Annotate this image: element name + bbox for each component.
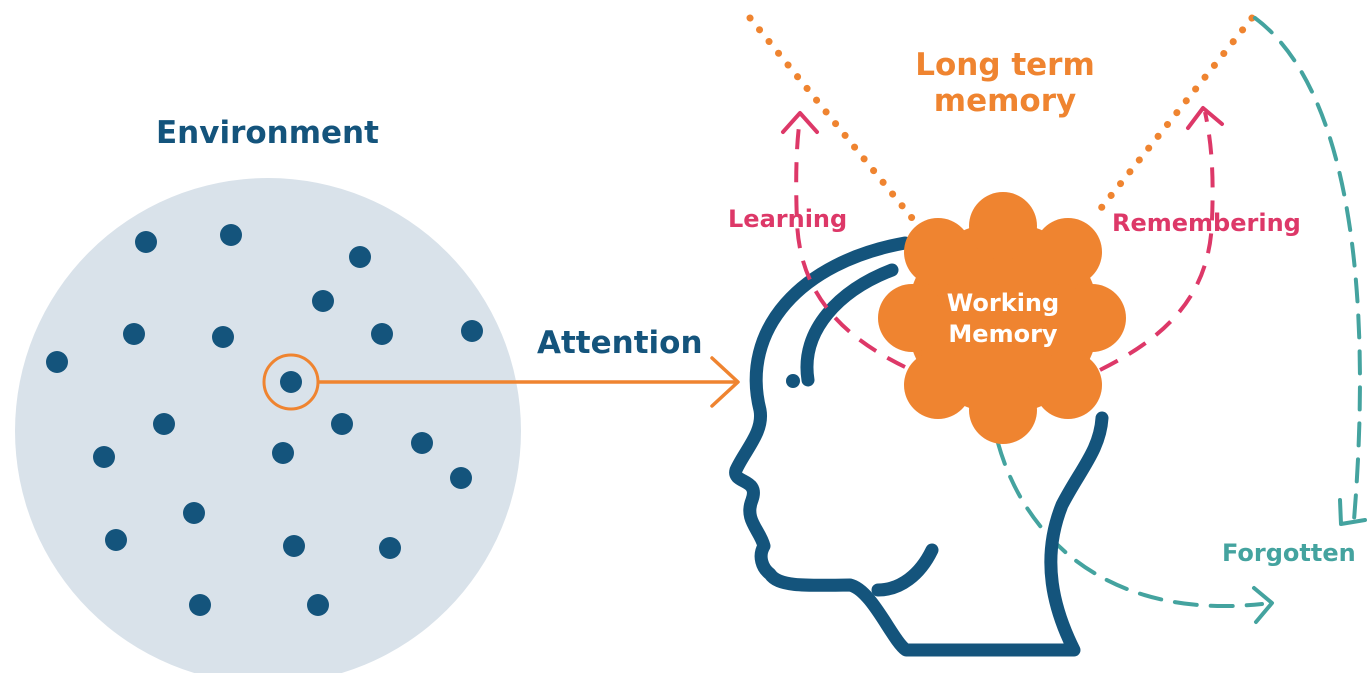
stimulus-dot [307,594,329,616]
stimulus-dot [212,326,234,348]
stimulus-dot [220,224,242,246]
working-memory-label: Working Memory [946,289,1060,349]
stimulus-dot [283,535,305,557]
stimulus-dot [379,537,401,559]
stimulus-dot [135,231,157,253]
stimulus-dot [461,320,483,342]
stimulus-dot [46,351,68,373]
stimulus-dot [312,290,334,312]
attention-arrow-icon [318,356,740,408]
head-profile-outline [729,236,1109,657]
environment-label: Environment [156,115,379,151]
stimulus-dot [272,442,294,464]
stimulus-dot [93,446,115,468]
forgotten-arrow-icon [996,441,1274,624]
stimulus-dot [105,529,127,551]
attention-label: Attention [537,325,703,361]
stimulus-dot [331,413,353,435]
stimulus-dot [349,246,371,268]
stimulus-dot [411,432,433,454]
long-term-memory-boundary [746,14,1256,222]
remembering-arrow-icon [1099,106,1224,372]
stimulus-dot [450,467,472,489]
long-term-memory-label: Long term memory [915,47,1095,119]
stimuli-dots [46,224,483,616]
forgotten-ltm-arrow-icon [1253,16,1367,526]
learning-arrow-icon [781,111,906,369]
stimulus-dot [189,594,211,616]
stimulus-dot [123,323,145,345]
environment-circle [15,178,521,673]
stimulus-dot [153,413,175,435]
forgotten-label: Forgotten [1222,539,1356,567]
learning-label: Learning [728,205,848,233]
remembering-label: Remembering [1112,209,1301,237]
stimulus-dot-focused [280,371,302,393]
eye-dot [786,374,800,388]
stimulus-dot [371,323,393,345]
stimulus-dot [183,502,205,524]
working-memory-cloud [878,192,1126,444]
